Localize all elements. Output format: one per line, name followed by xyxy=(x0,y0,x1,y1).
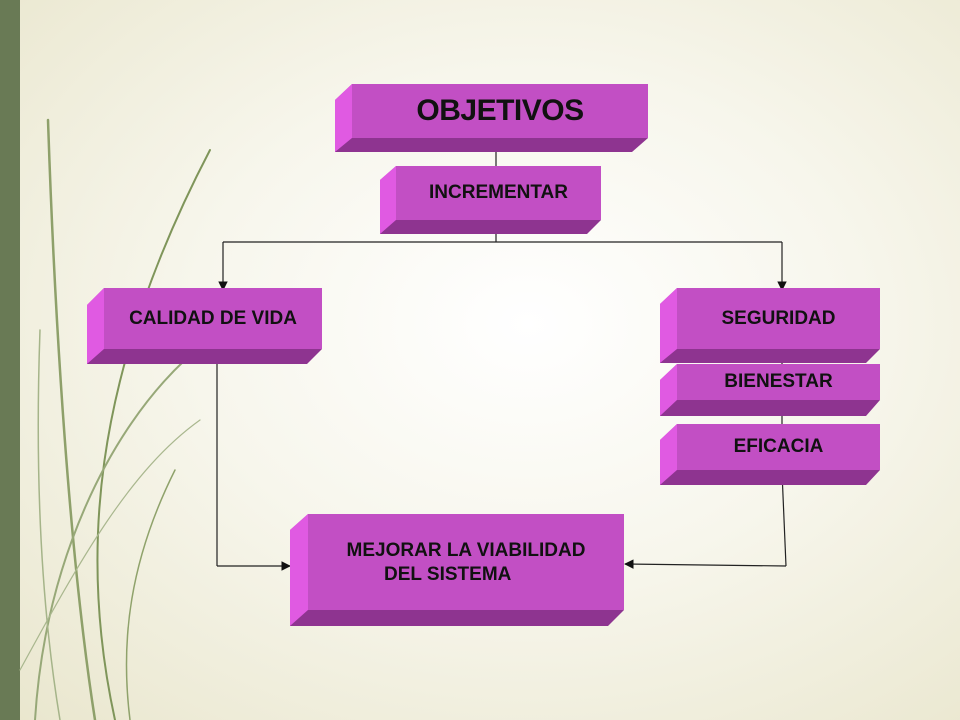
left-sidebar-bar xyxy=(0,0,20,720)
seguridad-label: SEGURIDAD xyxy=(721,307,836,329)
mejorar-viabilidad-label: MEJORAR LA VIABILIDAD DEL SISTEMA xyxy=(308,530,624,596)
bienestar-label: BIENESTAR xyxy=(724,371,833,393)
box-mejorar-viabilidad xyxy=(290,514,624,626)
arrow-up-to-eficacia xyxy=(777,471,788,567)
box-bienestar xyxy=(660,364,880,416)
arrow-to-mejorar-right xyxy=(624,559,787,569)
eficacia-label: EFICACIA xyxy=(733,436,824,458)
incrementar-label: INCREMENTAR xyxy=(429,182,568,204)
calidad-de-vida-label: CALIDAD DE VIDA xyxy=(129,307,297,329)
box-eficacia xyxy=(660,424,880,485)
box-objetivos xyxy=(335,84,648,152)
mejorar-line-2: DEL SISTEMA xyxy=(384,564,512,585)
box-seguridad xyxy=(660,288,880,363)
box-calidad-de-vida xyxy=(87,288,322,364)
objetivos-label: OBJETIVOS xyxy=(416,94,584,128)
mejorar-line-1: MEJORAR LA VIABILIDAD xyxy=(346,540,586,562)
box-incrementar xyxy=(380,166,601,234)
decorative-grass xyxy=(19,118,211,720)
